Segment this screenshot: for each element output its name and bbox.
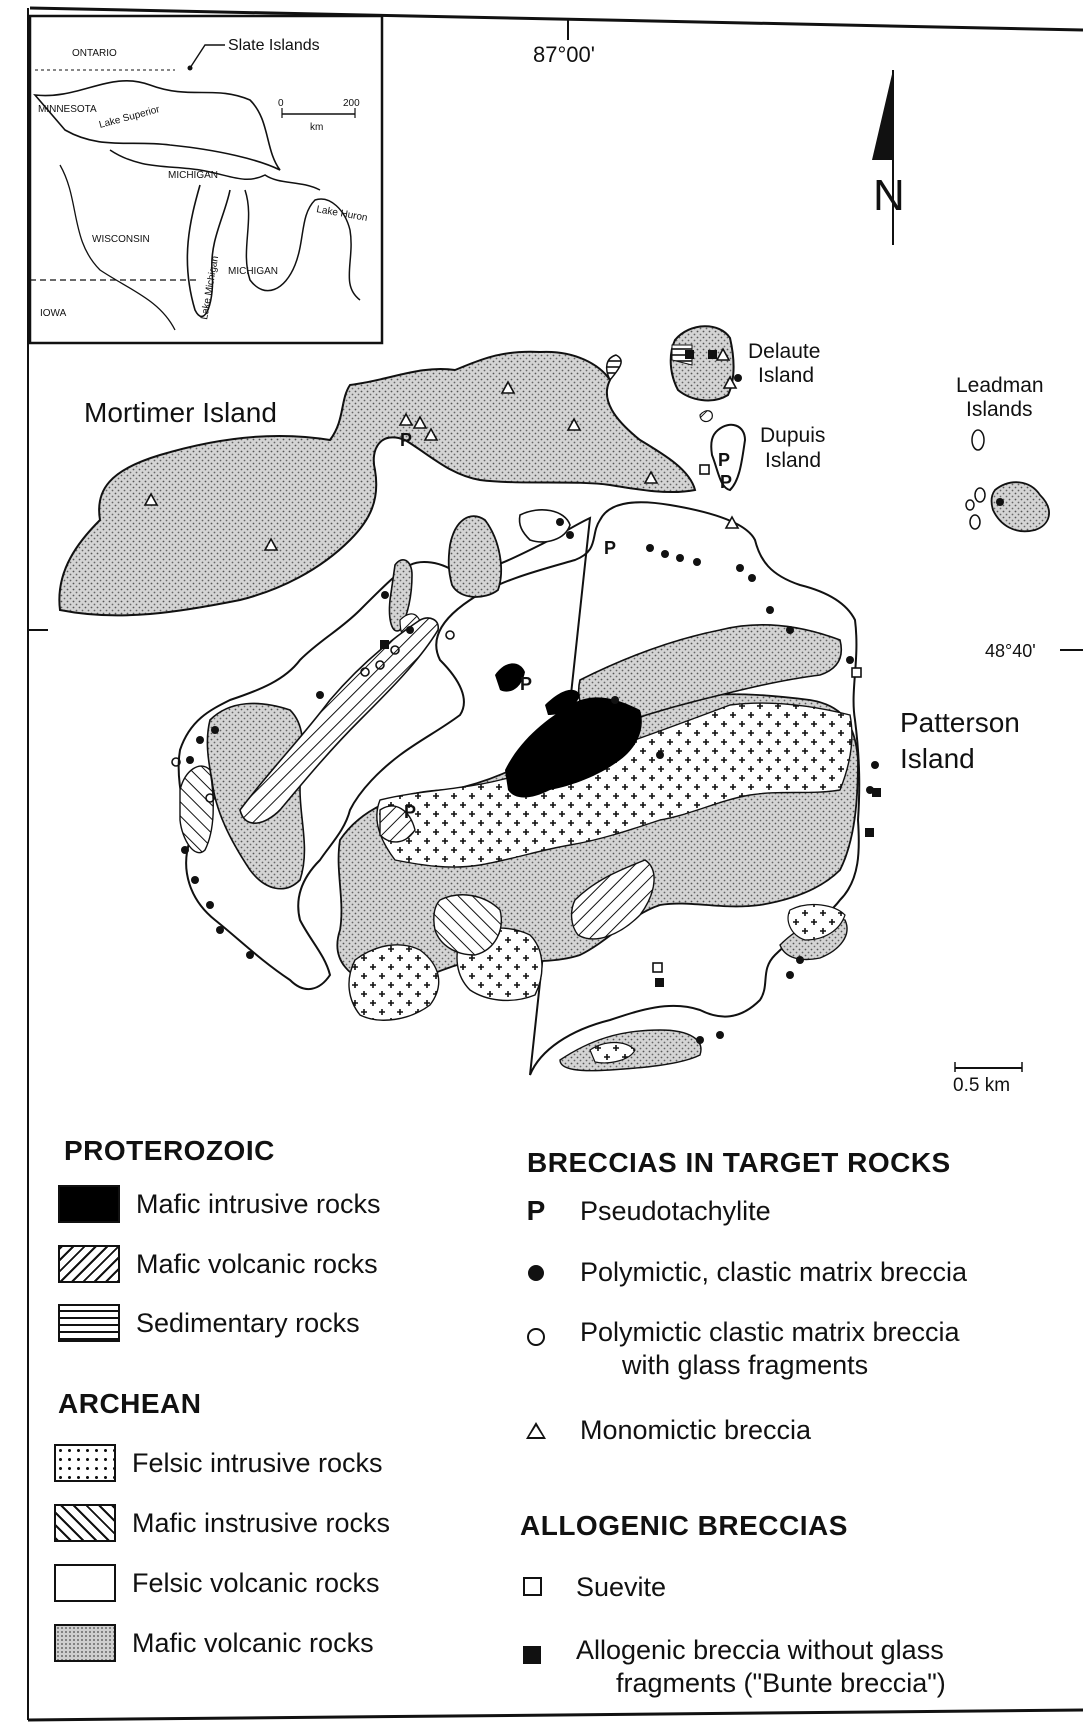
swatch-mafic-volcanic-archean <box>54 1624 116 1662</box>
filled-square-icon <box>512 1640 552 1671</box>
legend-item: Felsic intrusive rocks <box>54 1444 383 1482</box>
patterson-island-label-line1: Patterson <box>900 707 1020 738</box>
legend-item-label: Felsic volcanic rocks <box>132 1567 380 1598</box>
map-breccia-symbols <box>143 347 1004 1044</box>
legend-heading-proterozoic: PROTEROZOIC <box>64 1135 275 1166</box>
map-p-marker: P <box>400 430 412 450</box>
delaute-island-label-line2: Island <box>758 364 814 387</box>
map-frame <box>27 6 1083 1722</box>
pseudotachylite-symbol-icon: P <box>526 1195 546 1226</box>
inset-label-minnesota: MINNESOTA <box>38 104 97 115</box>
patterson-island-label-line2: Island <box>900 743 975 774</box>
filled-circle-icon <box>516 1257 556 1288</box>
legend-item-label-line1: Allogenic breccia without glass <box>576 1635 944 1665</box>
legend-item: Mafic instrusive rocks <box>54 1504 390 1542</box>
map-scale-label: 0.5 km <box>953 1075 1010 1096</box>
inset-label-michigan-lower: MICHIGAN <box>228 266 278 277</box>
map-scale-bar: 0.5 km <box>953 1062 1023 1096</box>
mortimer-island-landmass <box>58 350 697 617</box>
open-circle-icon <box>516 1322 556 1353</box>
legend-item-label: Felsic intrusive rocks <box>132 1447 383 1478</box>
open-triangle-icon <box>516 1415 556 1446</box>
map-p-marker: P <box>604 538 616 558</box>
inset-scale-bar: 0 200 km <box>278 98 360 133</box>
swatch-sedimentary <box>58 1304 120 1342</box>
inset-scale-unit: km <box>310 122 323 133</box>
legend-item-label-line2: with glass fragments <box>622 1350 869 1380</box>
swatch-mafic-volcanic-proterozoic <box>58 1245 120 1283</box>
longitude-label: 87°00' <box>533 42 595 67</box>
legend-item-label: Mafic intrusive rocks <box>136 1188 381 1219</box>
legend-item: Suevite <box>512 1572 666 1603</box>
inset-locator-map: ONTARIO Slate Islands MINNESOTA Lake Sup… <box>28 14 384 345</box>
legend-item: Sedimentary rocks <box>58 1304 360 1342</box>
legend-item-label: Polymictic, clastic matrix breccia <box>580 1257 968 1287</box>
legend-item-label: Sedimentary rocks <box>136 1307 360 1338</box>
leadman-islands-landmass <box>990 481 1050 533</box>
legend-item: Polymictic clastic matrix breccia with g… <box>516 1316 960 1382</box>
legend-item-label: Polymictic clastic matrix breccia with g… <box>580 1316 960 1382</box>
mafic-intrusive-body <box>505 697 642 798</box>
leadman-islands-label-line1: Leadman <box>956 374 1044 397</box>
map-p-marker: P <box>720 472 732 492</box>
inset-label-slate-islands: Slate Islands <box>228 37 320 54</box>
legend-item: Monomictic breccia <box>516 1415 811 1446</box>
swatch-felsic-volcanic <box>54 1564 116 1602</box>
legend-item: Mafic volcanic rocks <box>54 1624 374 1662</box>
legend-item: Polymictic, clastic matrix breccia <box>516 1257 967 1288</box>
legend-heading-archean: ARCHEAN <box>58 1388 202 1419</box>
legend-item-label: Allogenic breccia without glass fragment… <box>576 1634 946 1700</box>
inset-label-iowa: IOWA <box>40 308 67 319</box>
north-label: N <box>873 171 905 220</box>
latitude-label: 48°40' <box>985 641 1036 661</box>
open-square-icon <box>512 1572 552 1603</box>
inset-scale-max: 200 <box>343 98 360 109</box>
north-arrow-icon: N <box>872 70 905 245</box>
legend-item: P Pseudotachylite <box>516 1195 771 1227</box>
map-p-marker: P <box>404 802 416 822</box>
dupuis-island-landmass <box>710 423 747 492</box>
swatch-mafic-instrusive-archean <box>54 1504 116 1542</box>
swatch-mafic-intrusive-proterozoic <box>58 1185 120 1223</box>
legend-item-label-line2: fragments ("Bunte breccia") <box>616 1668 946 1698</box>
legend-item-label-line1: Polymictic clastic matrix breccia <box>580 1317 960 1347</box>
delaute-island-label-line1: Delaute <box>748 340 820 363</box>
legend-item: Mafic intrusive rocks <box>58 1185 381 1223</box>
legend-item-label: Mafic volcanic rocks <box>132 1627 374 1658</box>
legend-item: Allogenic breccia without glass fragment… <box>512 1634 946 1700</box>
inset-label-wisconsin: WISCONSIN <box>92 234 150 245</box>
map-p-marker: P <box>520 674 532 694</box>
inset-label-ontario: ONTARIO <box>72 48 117 59</box>
dupuis-island-label-line1: Dupuis <box>760 424 825 447</box>
inset-scale-zero: 0 <box>278 98 284 109</box>
legend-heading-allogenic: ALLOGENIC BRECCIAS <box>520 1510 848 1541</box>
legend-item-label: Suevite <box>576 1572 667 1602</box>
map-p-marker: P <box>718 450 730 470</box>
legend-item-label: Monomictic breccia <box>580 1415 812 1445</box>
leadman-islands-label-line2: Islands <box>966 398 1033 421</box>
legend-heading-breccias-target: BRECCIAS IN TARGET ROCKS <box>527 1147 951 1178</box>
legend-item-label: Mafic instrusive rocks <box>132 1507 391 1538</box>
legend-item-label: Mafic volcanic rocks <box>136 1248 378 1279</box>
swatch-felsic-intrusive <box>54 1444 116 1482</box>
legend-item-label: Pseudotachylite <box>580 1195 771 1226</box>
delaute-island-landmass <box>669 325 735 402</box>
legend-item: Mafic volcanic rocks <box>58 1245 378 1283</box>
mortimer-island-label: Mortimer Island <box>84 397 277 428</box>
dupuis-island-label-line2: Island <box>765 449 821 472</box>
legend-item: Felsic volcanic rocks <box>54 1564 380 1602</box>
inset-label-michigan-upper: MICHIGAN <box>168 170 218 181</box>
